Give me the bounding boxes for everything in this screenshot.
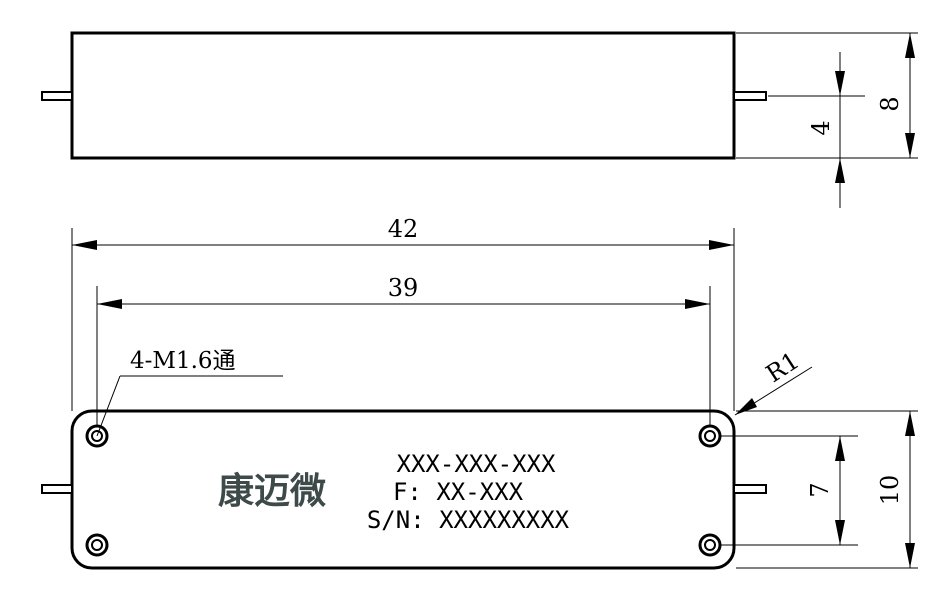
- arrow-42-left: [72, 240, 97, 250]
- side-view-body: [70, 31, 736, 160]
- hole-callout-leader: [96, 375, 121, 437]
- arrow-39-right: [685, 299, 710, 309]
- dim-label-10: 10: [876, 475, 904, 506]
- arrow-4-bottom: [835, 158, 845, 183]
- arrow-39-left: [97, 299, 122, 309]
- side-view: 8 4: [41, 31, 918, 208]
- plan-view-right-pin: [733, 484, 767, 494]
- dim-label-4: 4: [807, 120, 835, 135]
- arrow-8-top: [905, 33, 915, 58]
- arrow-7-top: [835, 436, 845, 461]
- plan-view: 42 39 4-M1.6通 R1 10 7 康迈微 XXX-XXX-XXX F:: [41, 215, 918, 570]
- side-view-left-pin: [41, 91, 73, 101]
- arrow-7-bottom: [835, 520, 845, 545]
- side-view-right-pin: [733, 91, 767, 101]
- arrow-10-bottom: [905, 543, 915, 568]
- part-number: XXX-XXX-XXX: [397, 450, 556, 478]
- frequency-line: F: XX-XXX: [393, 478, 524, 506]
- arrow-10-top: [905, 411, 915, 436]
- mounting-hole-bottom-right: [698, 533, 722, 557]
- plan-view-left-pin: [41, 484, 73, 494]
- radius-arrow: [735, 398, 757, 415]
- dim-label-39: 39: [388, 274, 419, 302]
- mounting-hole-top-right: [698, 424, 722, 448]
- radius-label: R1: [761, 346, 804, 388]
- brand-logo-text: 康迈微: [218, 470, 326, 512]
- serial-line: S/N: XXXXXXXXX: [367, 506, 570, 534]
- mounting-hole-bottom-left: [85, 533, 109, 557]
- hole-callout-label: 4-M1.6通: [130, 348, 236, 374]
- dim-label-42: 42: [388, 215, 419, 243]
- arrow-8-bottom: [905, 133, 915, 158]
- arrow-4-top: [835, 71, 845, 96]
- dim-label-7: 7: [806, 482, 834, 497]
- arrow-42-right: [709, 240, 734, 250]
- dim-label-8: 8: [876, 96, 904, 111]
